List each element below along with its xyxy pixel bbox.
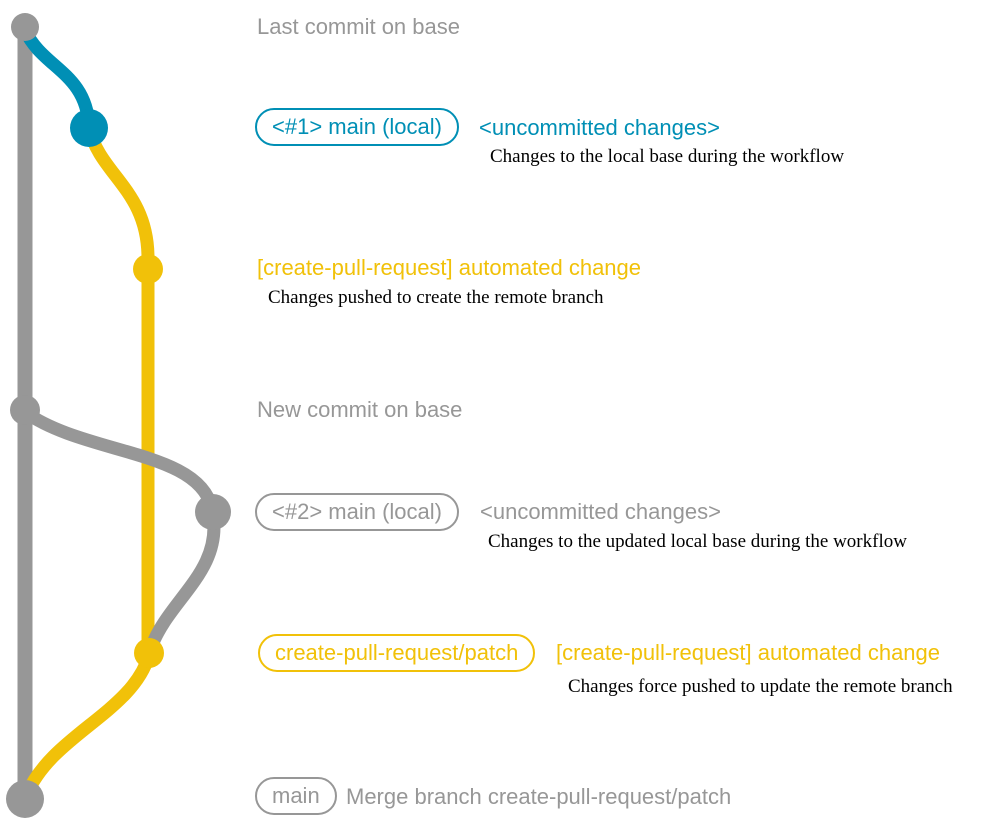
commit-dot-automated-change-2 bbox=[134, 638, 164, 668]
commit-message-merge: Merge branch create-pull-request/patch bbox=[346, 784, 732, 809]
branch-line-patch bbox=[82, 126, 155, 653]
note-local-base-changes: Changes to the local base during the wor… bbox=[490, 146, 845, 167]
branch-tag-main-local-2: <#2> main (local) bbox=[255, 493, 459, 531]
commit-dot-merge bbox=[6, 780, 44, 818]
commit-dot-main-local-2 bbox=[195, 494, 231, 530]
branch-tag-main-local-1: <#1> main (local) bbox=[255, 108, 459, 146]
note-push-create-remote-branch: Changes pushed to create the remote bran… bbox=[268, 287, 604, 308]
branch-curve-rebase-to-patch bbox=[144, 513, 221, 651]
commit-message-automated-change-2: [create-pull-request] automated change bbox=[556, 640, 941, 665]
branch-tag-main: main bbox=[255, 777, 337, 815]
branch-curve-base-update bbox=[21, 406, 219, 511]
commit-dot-automated-change-1 bbox=[133, 254, 163, 284]
note-force-push-update-remote-branch: Changes force pushed to update the remot… bbox=[568, 676, 953, 697]
commit-graph bbox=[6, 13, 231, 818]
note-updated-local-base-changes: Changes to the updated local base during… bbox=[488, 531, 907, 552]
commit-dot-last-base bbox=[11, 13, 39, 41]
commit-message-automated-change-1: [create-pull-request] automated change bbox=[257, 255, 642, 280]
commit-message-uncommitted-1: <uncommitted changes> bbox=[479, 115, 720, 140]
commit-message-uncommitted-2: <uncommitted changes> bbox=[480, 499, 721, 524]
branch-curve-patch-merge bbox=[21, 652, 156, 797]
commit-dot-new-base bbox=[10, 395, 40, 425]
branch-curve-main-local-1 bbox=[19, 27, 96, 127]
commit-dot-main-local-1 bbox=[70, 109, 108, 147]
label-new-commit-on-base: New commit on base bbox=[257, 397, 463, 422]
label-last-commit-on-base: Last commit on base bbox=[257, 14, 460, 39]
branch-tag-patch: create-pull-request/patch bbox=[258, 634, 536, 672]
